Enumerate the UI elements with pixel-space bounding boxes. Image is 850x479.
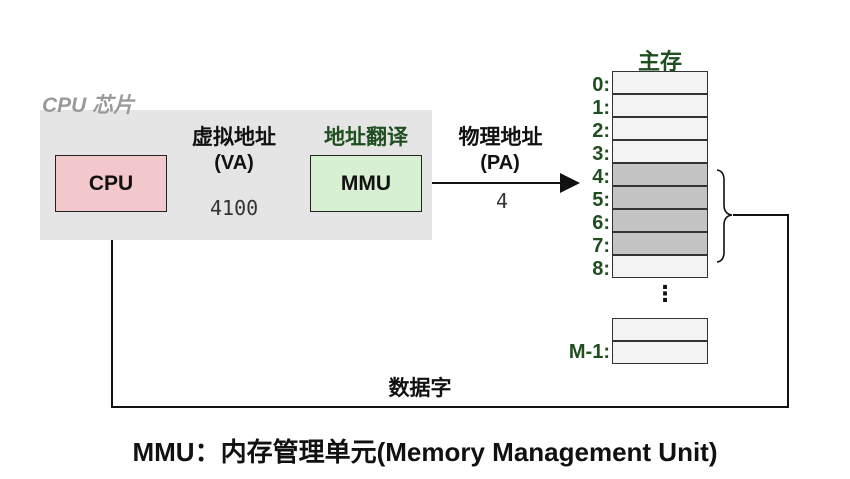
main-memory-title: 主存 — [637, 49, 682, 74]
physical-address-value: 4 — [496, 189, 509, 213]
footer-title: MMU：内存管理单元(Memory Management Unit) — [132, 437, 718, 467]
memory-cell — [612, 186, 708, 209]
memory-cell — [612, 140, 708, 163]
mmu-caption: 地址翻译 — [324, 126, 408, 149]
physical-address-caption: 物理地址 — [458, 126, 543, 149]
return-data-path — [102, 214, 789, 408]
memory-address-label: 3: — [592, 143, 610, 165]
memory-cell — [612, 232, 708, 255]
memory-address-label: 0: — [592, 74, 610, 96]
virtual-address-abbr: (VA) — [214, 152, 254, 174]
memory-cell — [612, 163, 708, 186]
memory-ellipsis: ⋮ — [654, 281, 676, 306]
memory-address-last: M-1: — [568, 341, 610, 363]
memory-address-label: 5: — [592, 189, 610, 211]
memory-cell-blank — [612, 318, 708, 341]
memory-cell-last — [612, 341, 708, 364]
physical-address-abbr: (PA) — [480, 152, 520, 174]
return-data-label: 数据字 — [388, 377, 452, 400]
memory-address-label: 7: — [592, 235, 610, 257]
memory-address-label: 8: — [592, 258, 610, 280]
selected-rows-brace — [716, 169, 733, 263]
virtual-address-caption: 虚拟地址 — [192, 126, 276, 149]
memory-cell — [612, 117, 708, 140]
cpu-box: CPU — [55, 155, 167, 212]
memory-cell — [612, 71, 708, 94]
memory-cell — [612, 209, 708, 232]
memory-address-label: 4: — [592, 166, 610, 188]
mmu-box: MMU — [310, 155, 422, 212]
memory-cell — [612, 94, 708, 117]
virtual-address-value: 4100 — [210, 196, 259, 220]
memory-cell — [612, 255, 708, 278]
memory-address-label: 6: — [592, 212, 610, 234]
memory-address-label: 1: — [592, 97, 610, 119]
memory-address-label: 2: — [592, 120, 610, 142]
cpu-chip-label: CPU 芯片 — [42, 94, 135, 117]
